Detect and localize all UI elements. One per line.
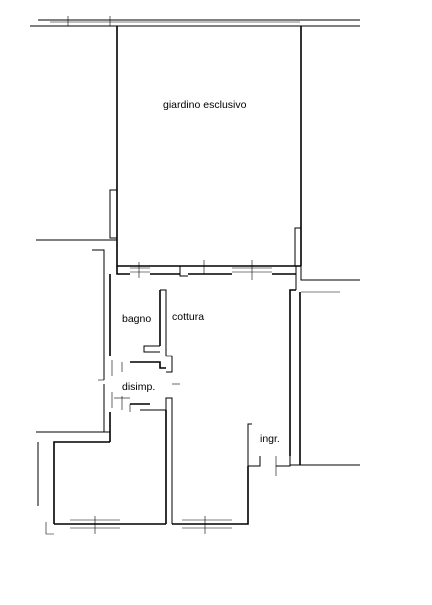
hall-label: disimp. bbox=[122, 381, 155, 393]
kitchen-label: cottura bbox=[172, 311, 204, 323]
top-boundary bbox=[30, 16, 360, 27]
entrance-label: ingr. bbox=[260, 433, 280, 445]
left-neighbour-lines bbox=[92, 249, 105, 432]
garden-area bbox=[109, 26, 302, 267]
bathroom-label: bagno bbox=[122, 313, 151, 325]
right-boundary bbox=[300, 266, 360, 293]
interior-walls bbox=[114, 289, 180, 412]
garden-label: giardino esclusivo bbox=[163, 99, 247, 111]
apartment-walls bbox=[36, 260, 360, 535]
